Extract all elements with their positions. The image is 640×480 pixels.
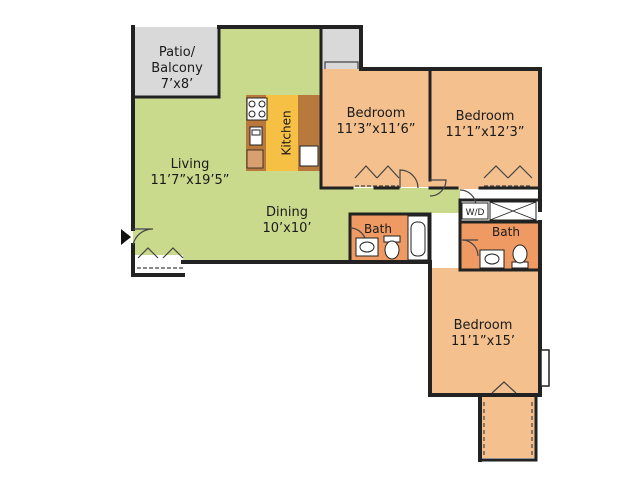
bedroom3-floor <box>430 268 538 395</box>
kitchen-floor <box>266 95 298 171</box>
bedroom2-size: 11’1”x12’3” <box>445 125 524 140</box>
patio-label-2: Balcony <box>151 61 203 76</box>
bedroom1-size: 11’3”x11’6” <box>336 122 415 137</box>
fridge-icon <box>299 145 319 167</box>
walls <box>131 25 542 462</box>
bedroom2-label: Bedroom <box>456 109 515 124</box>
bath1-label: Bath <box>364 222 392 236</box>
closet-doors <box>137 61 533 455</box>
stove-icon <box>246 97 268 121</box>
bedroom3-size: 11’1”x15’ <box>451 334 515 349</box>
bathtub-icon <box>407 215 429 261</box>
patio-floor <box>133 27 219 97</box>
window-icon <box>540 349 550 387</box>
patio-size: 7’x8’ <box>161 77 194 92</box>
bedroom1-floor <box>321 69 429 187</box>
dishwasher-icon <box>246 149 264 169</box>
sink-icon <box>479 249 505 269</box>
dining-size: 10’x10’ <box>262 221 311 236</box>
entry-arrow-icon <box>121 229 131 245</box>
toilet-icon <box>511 244 529 269</box>
living-label: Living <box>171 157 210 172</box>
shower-icon <box>489 201 537 221</box>
bedroom3-label: Bedroom <box>454 318 513 333</box>
bedroom3-closet <box>480 395 536 458</box>
bedroom1-label: Bedroom <box>347 106 406 121</box>
toilet-icon <box>383 235 401 260</box>
patio-label: Patio/ <box>159 45 196 60</box>
laundry-label: W/D <box>466 208 485 218</box>
kitchen-label: Kitchen <box>280 110 294 155</box>
washer-dryer-box <box>461 202 489 220</box>
living-size: 11’7”x19’5” <box>150 173 229 188</box>
patio-floor-right <box>321 27 361 69</box>
hallway-floor <box>350 188 460 213</box>
bedroom2-floor <box>429 69 538 189</box>
sink-icon <box>355 237 379 257</box>
dining-label: Dining <box>266 205 308 220</box>
sink-icon <box>249 126 263 146</box>
bath2-label: Bath <box>492 225 520 239</box>
